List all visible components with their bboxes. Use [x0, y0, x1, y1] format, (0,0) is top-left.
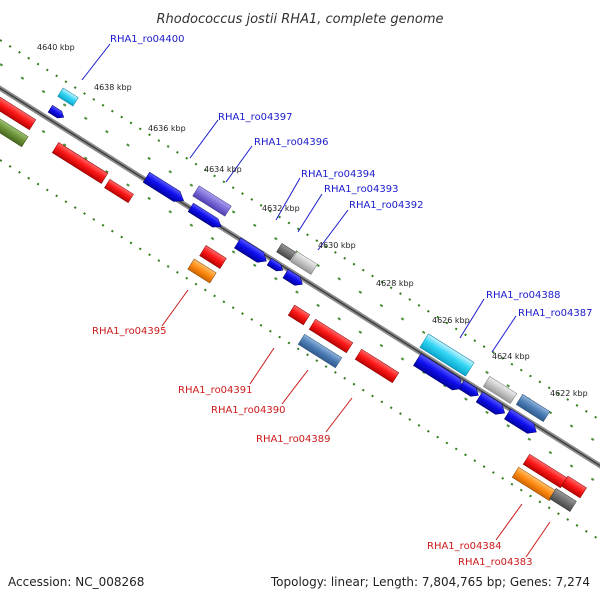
- gene-label[interactable]: RHA1_ro04390: [211, 405, 286, 416]
- gene-label[interactable]: RHA1_ro04391: [178, 385, 253, 396]
- gene-label[interactable]: RHA1_ro04384: [427, 541, 502, 552]
- gene-label[interactable]: RHA1_ro04394: [301, 169, 376, 180]
- ruler-label: 4640 kbp: [37, 43, 75, 52]
- gene-ro04394: [276, 243, 296, 261]
- gene-label[interactable]: RHA1_ro04387: [518, 308, 593, 319]
- ruler-label: 4634 kbp: [204, 165, 242, 174]
- gene-label[interactable]: RHA1_ro04400: [110, 34, 185, 45]
- ruler-label: 4628 kbp: [376, 279, 414, 288]
- gene-ro04384b: [504, 408, 537, 434]
- gene-label[interactable]: RHA1_ro04392: [349, 200, 424, 211]
- ruler-label: 4638 kbp: [94, 83, 132, 92]
- page-title: Rhodococcus jostii RHA1, complete genome: [157, 12, 444, 27]
- gene-ro04394a: [234, 237, 267, 263]
- gene-ro04401: [47, 105, 65, 119]
- gene-ro04384c: [561, 475, 587, 499]
- gene-ro04385: [475, 391, 506, 415]
- gene-ro04395: [187, 258, 217, 284]
- gene-label[interactable]: RHA1_ro04393: [324, 184, 399, 195]
- gene-ro04386b: [482, 376, 518, 404]
- outer-track-minus: [0, 159, 600, 541]
- gene-label[interactable]: RHA1_ro04397: [218, 112, 293, 123]
- gene-ro04400: [57, 87, 79, 107]
- gene-ro04385b: [515, 394, 551, 422]
- gene-minus-c: [51, 142, 109, 184]
- gene-ro04387: [413, 353, 464, 391]
- ruler-labels: 4640 kbp 4638 kbp 4636 kbp 4634 kbp 4632…: [37, 43, 588, 398]
- ruler-label: 4632 kbp: [262, 204, 300, 213]
- gene-ro04398: [142, 171, 184, 202]
- gene-minus-b: [0, 114, 29, 148]
- ruler-label: 4636 kbp: [148, 124, 186, 133]
- gene-ro04384a: [522, 453, 568, 489]
- outer-track-plus: [0, 39, 600, 421]
- gene-features: [0, 87, 587, 512]
- gene-ro04396: [187, 202, 222, 228]
- gene-ro04386: [458, 380, 479, 397]
- gene-label[interactable]: RHA1_ro04383: [458, 557, 533, 568]
- genome-summary-text: Topology: linear; Length: 7,804,765 bp; …: [270, 575, 590, 589]
- plus-leaders: [81, 43, 517, 353]
- gene-label[interactable]: RHA1_ro04395: [92, 326, 167, 337]
- gene-minus-d: [104, 178, 134, 204]
- gene-ro04384: [511, 466, 557, 502]
- ruler-label: 4624 kbp: [492, 352, 530, 361]
- gene-ro04388: [419, 333, 475, 377]
- minus-leaders: [161, 289, 551, 558]
- gene-ro04391: [287, 304, 311, 326]
- minus-gene-labels: RHA1_ro04395 RHA1_ro04391 RHA1_ro04390 R…: [92, 326, 533, 568]
- gene-ro04392a: [266, 258, 284, 272]
- gene-ro04389: [354, 348, 400, 384]
- gene-ro04391b: [308, 318, 354, 354]
- gene-minus-a: [0, 95, 37, 131]
- gene-ro04397: [192, 185, 232, 217]
- gene-ro04395b: [199, 245, 227, 269]
- gene-label[interactable]: RHA1_ro04396: [254, 137, 329, 148]
- ruler-label: 4626 kbp: [432, 316, 470, 325]
- gene-label[interactable]: RHA1_ro04388: [486, 290, 561, 301]
- plus-gene-labels: RHA1_ro04400 RHA1_ro04397 RHA1_ro04396 R…: [110, 34, 593, 319]
- gene-ro04393: [290, 251, 318, 275]
- ruler-label: 4622 kbp: [550, 389, 588, 398]
- gene-label[interactable]: RHA1_ro04389: [256, 434, 331, 445]
- accession-text: Accession: NC_008268: [8, 575, 144, 589]
- gene-ro04383: [549, 488, 577, 512]
- gene-ro04392: [282, 269, 303, 286]
- ruler-label: 4630 kbp: [318, 241, 356, 250]
- gene-ro04390: [297, 333, 343, 369]
